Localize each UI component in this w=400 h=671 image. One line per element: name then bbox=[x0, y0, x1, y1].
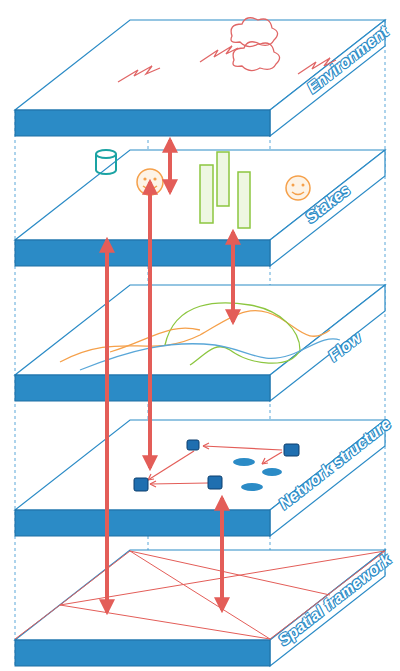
link-arrow bbox=[148, 182, 152, 468]
layer-plane: Flow bbox=[10, 283, 395, 403]
link-arrow bbox=[168, 140, 172, 192]
link-arrow bbox=[105, 240, 109, 612]
spatial-mesh bbox=[15, 551, 385, 639]
link-arrow bbox=[220, 498, 224, 610]
layer-plane: Environment bbox=[10, 18, 395, 138]
layer-outline bbox=[10, 418, 395, 538]
layer-plane: Network structure bbox=[10, 418, 395, 538]
layer-plane: Spatial framework bbox=[10, 548, 395, 668]
link-arrow bbox=[231, 232, 235, 322]
